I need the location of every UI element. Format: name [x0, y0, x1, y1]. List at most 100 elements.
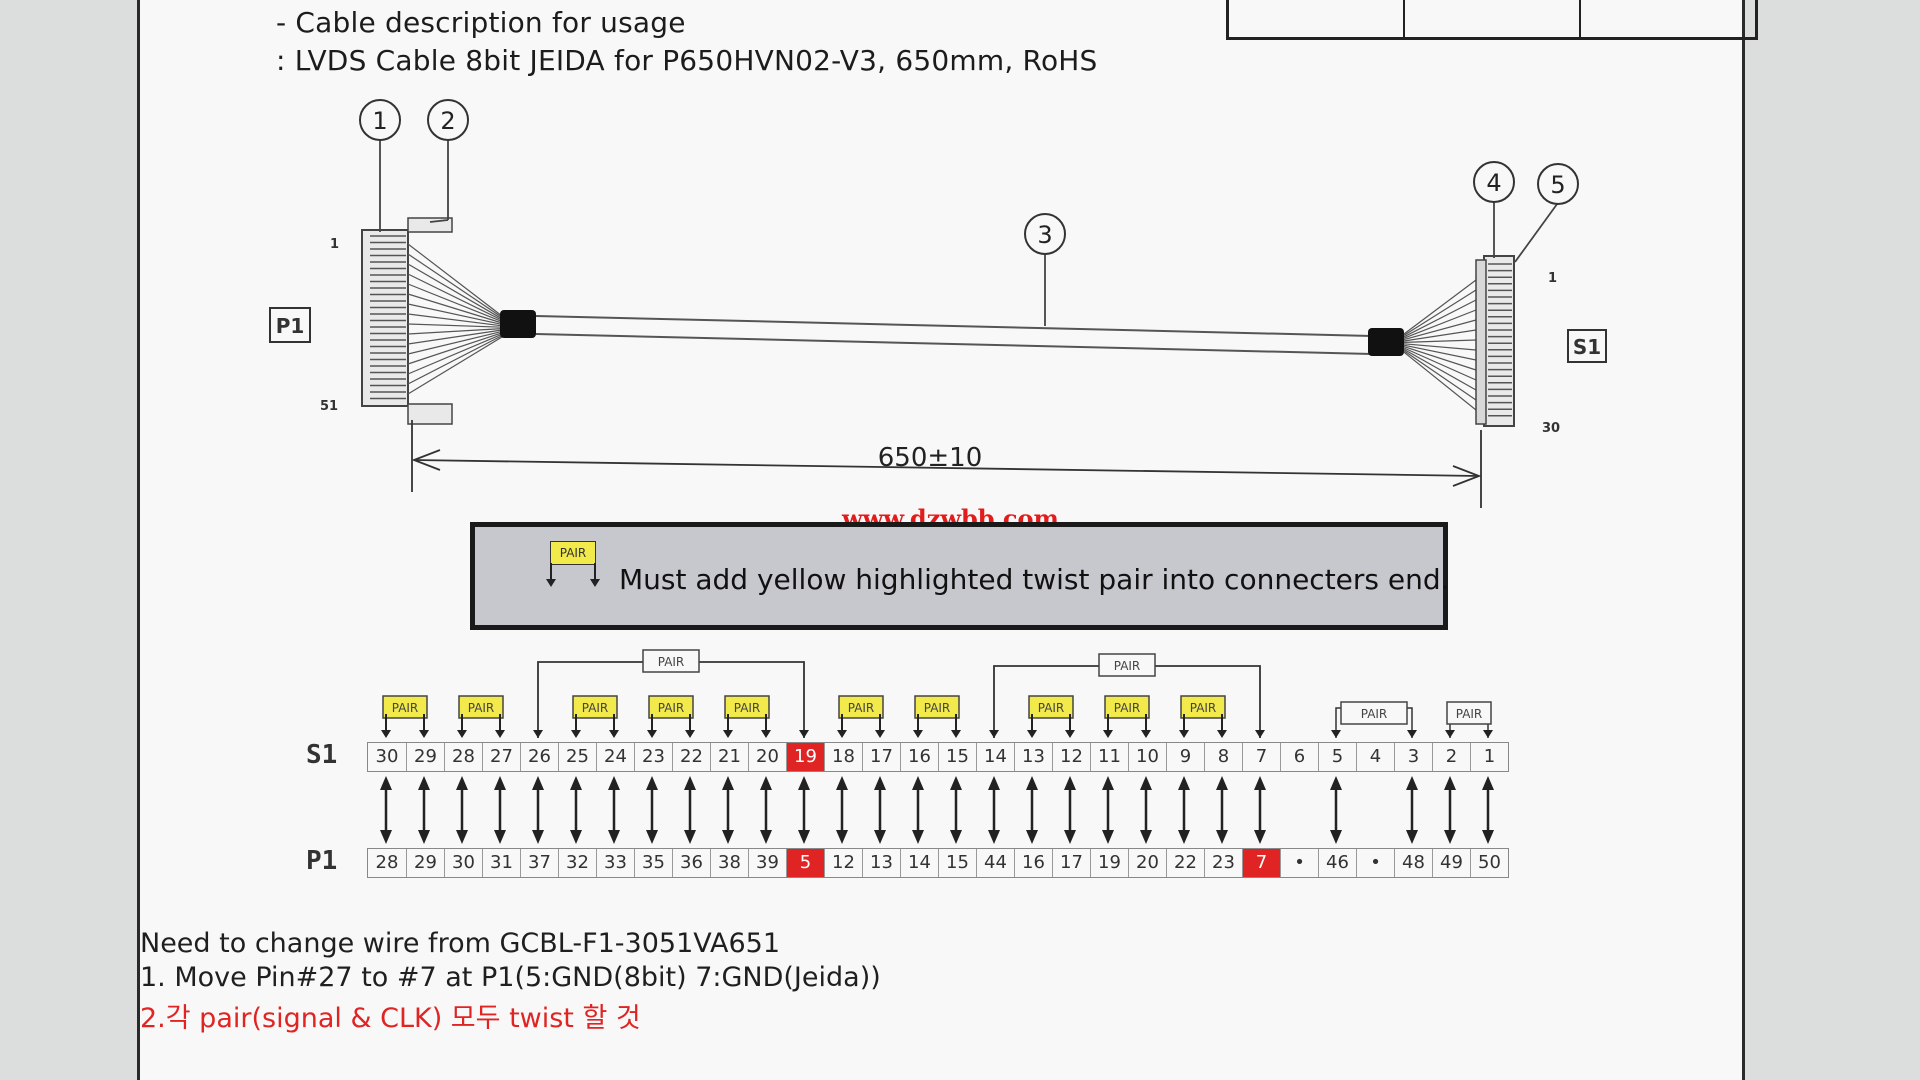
- p1-pin-cell: 19: [1090, 849, 1128, 877]
- p1-pin-cell: 30: [444, 849, 482, 877]
- p1-pin-cell: 5: [786, 849, 824, 877]
- svg-text:3: 3: [1037, 221, 1052, 249]
- p1-pin-cell: 31: [482, 849, 520, 877]
- p1-pin-start: 1: [330, 237, 339, 252]
- p1-pin-cell: 23: [1204, 849, 1242, 877]
- svg-text:PAIR: PAIR: [658, 701, 685, 715]
- p1-pin-cell: 44: [976, 849, 1014, 877]
- s1-pin-cell: 2: [1432, 743, 1470, 771]
- pair-tag: PAIR: [1340, 701, 1408, 725]
- s1-pin-cell: 8: [1204, 743, 1242, 771]
- p1-pin-cell: 48: [1394, 849, 1432, 877]
- s1-connector: [1475, 255, 1515, 427]
- callout-4: 4: [1473, 161, 1515, 203]
- s1-wire-fan: [1403, 279, 1477, 411]
- p1-pin-cell: 50: [1470, 849, 1508, 877]
- callout-5: 5: [1537, 163, 1579, 205]
- callout-1: 1: [359, 99, 401, 141]
- s1-label: S1: [1567, 329, 1607, 363]
- callout-2: 2: [427, 99, 469, 141]
- p1-pin-cell: 20: [1128, 849, 1166, 877]
- mapping-arrow: [722, 776, 734, 844]
- pair-tag: PAIR: [1098, 653, 1156, 677]
- mapping-arrow: [1482, 776, 1494, 844]
- pair-tag: PAIR: [724, 695, 770, 719]
- p1-pin-cell: 22: [1166, 849, 1204, 877]
- s1-pin-cell: 7: [1242, 743, 1280, 771]
- s1-pin-cell: 26: [520, 743, 558, 771]
- callout-leaders: [379, 138, 1561, 326]
- svg-text:PAIR: PAIR: [1361, 707, 1388, 721]
- svg-text:PAIR: PAIR: [582, 701, 609, 715]
- pair-legend-tag: PAIR: [550, 541, 596, 565]
- pair-tag: PAIR: [1028, 695, 1074, 719]
- pair-tag: PAIR: [642, 649, 700, 673]
- mapping-arrow: [912, 776, 924, 844]
- p1-pin-cell: 12: [824, 849, 862, 877]
- description-title: - Cable description for usage: [276, 6, 686, 39]
- mapping-arrow: [950, 776, 962, 844]
- p1-pin-cell: 16: [1014, 849, 1052, 877]
- svg-text:PAIR: PAIR: [1038, 701, 1065, 715]
- svg-text:PAIR: PAIR: [1456, 707, 1483, 721]
- s1-pin-cell: 20: [748, 743, 786, 771]
- p1-pin-cell: 35: [634, 849, 672, 877]
- dimension-line: [411, 420, 1482, 508]
- s1-pin-cell: 30: [368, 743, 406, 771]
- mapping-arrow: [1140, 776, 1152, 844]
- svg-text:4: 4: [1486, 169, 1501, 197]
- p1-pin-cell: •: [1356, 849, 1394, 877]
- header-table: [1226, 0, 1758, 40]
- mapping-arrow: [494, 776, 506, 844]
- mapping-arrow: [646, 776, 658, 844]
- p1-pin-cell: 37: [520, 849, 558, 877]
- pair-legend-arrows: [546, 563, 600, 587]
- pair-tag: PAIR: [1446, 701, 1492, 725]
- p1-ferrule: [500, 310, 536, 338]
- p1-pin-cell: 14: [900, 849, 938, 877]
- s1-pin-end: 30: [1542, 421, 1560, 436]
- mapping-arrow: [684, 776, 696, 844]
- mapping-arrow: [988, 776, 1000, 844]
- pair-tag: PAIR: [914, 695, 960, 719]
- s1-pin-cell: 19: [786, 743, 824, 771]
- mapping-arrow: [1444, 776, 1456, 844]
- mapping-arrow: [1254, 776, 1266, 844]
- s1-pin-cell: 25: [558, 743, 596, 771]
- p1-pin-cell: 13: [862, 849, 900, 877]
- s1-row-label: S1: [306, 740, 338, 770]
- p1-label: P1: [269, 307, 311, 343]
- p1-pin-cell: 38: [710, 849, 748, 877]
- mapping-arrow: [570, 776, 582, 844]
- svg-text:2: 2: [440, 107, 455, 135]
- dimension-label: 650±10: [878, 443, 983, 473]
- mapping-arrow: [1216, 776, 1228, 844]
- p1-pin-cell: 28: [368, 849, 406, 877]
- pair-markers: PAIR PAIR PAIR PAIR PAIR PAIR PAIR PAIR PAIR PAIR…: [381, 649, 1493, 738]
- change-note-title: Need to change wire from GCBL-F1-3051VA6…: [140, 928, 780, 959]
- s1-pin-cell: 16: [900, 743, 938, 771]
- svg-text:1: 1: [372, 107, 387, 135]
- s1-pin-cell: 10: [1128, 743, 1166, 771]
- pair-tag: PAIR: [458, 695, 504, 719]
- svg-text:PAIR: PAIR: [734, 701, 761, 715]
- pair-tag: PAIR: [1180, 695, 1226, 719]
- s1-pin-cell: 5: [1318, 743, 1356, 771]
- p1-pin-cell: 39: [748, 849, 786, 877]
- svg-text:PAIR: PAIR: [1114, 659, 1141, 673]
- change-note-step-1: 1. Move Pin#27 to #7 at P1(5:GND(8bit) 7…: [140, 962, 881, 993]
- mapping-arrow: [532, 776, 544, 844]
- mapping-arrow: [1178, 776, 1190, 844]
- svg-text:PAIR: PAIR: [1114, 701, 1141, 715]
- p1-pin-cell: 7: [1242, 849, 1280, 877]
- s1-pin-cell: 13: [1014, 743, 1052, 771]
- svg-text:PAIR: PAIR: [1190, 701, 1217, 715]
- mapping-arrow: [608, 776, 620, 844]
- s1-pin-cell: 29: [406, 743, 444, 771]
- s1-pin-cell: 1: [1470, 743, 1508, 771]
- mapping-arrow: [380, 776, 392, 844]
- mapping-arrow: [1406, 776, 1418, 844]
- s1-pin-cell: 6: [1280, 743, 1318, 771]
- mapping-arrow: [1026, 776, 1038, 844]
